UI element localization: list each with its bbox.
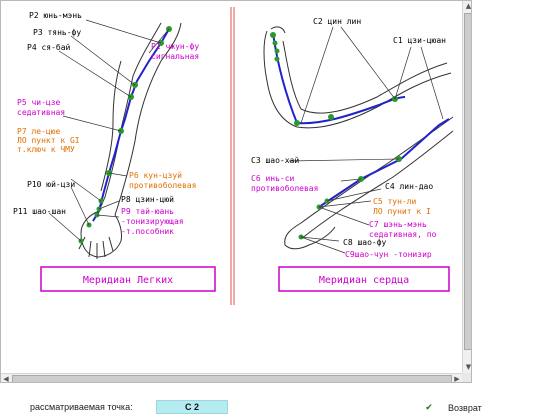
lung-caption: Меридиан Легких [83, 275, 173, 286]
lung-label-p11: Р11 шао-шан [13, 207, 66, 216]
scroll-down-icon[interactable]: ▼ [464, 363, 472, 372]
heart-label-c9: С9шао-чун -тонизир [345, 250, 432, 259]
heart-caption: Меридиан сердца [319, 275, 409, 286]
vertical-scrollbar[interactable]: ▲ ▼ [462, 1, 472, 374]
horizontal-scroll-thumb[interactable] [12, 375, 452, 383]
heart-label-c7a: С7 шэнь-мэнь [369, 220, 427, 229]
heart-meridian-line [273, 33, 405, 123]
heart-label-c1: С1 цзи-цюан [393, 36, 446, 45]
heart-label-c5a: С5 тун-ли [373, 197, 417, 206]
diagram-viewer[interactable]: Р2 юнь-мэнь Р3 тянь-фу Р4 ся-бай Р1 чжун… [0, 0, 472, 383]
lung-label-p7b: ЛО пункт к GI [17, 136, 80, 145]
lung-label-p8: Р8 цзин-цюй [121, 195, 174, 204]
heart-hand-outline [285, 223, 335, 249]
lung-label-p7a: Р7 ле-цюе [17, 127, 61, 136]
checkmark-icon[interactable]: ✔ [424, 403, 434, 413]
lung-label-p4: Р4 ся-бай [27, 42, 71, 52]
heart-panel: С2 цин лин С1 цзи-цюан С3 шао-хай С6 инь… [251, 17, 453, 291]
heart-label-c2: С2 цин лин [313, 17, 361, 26]
heart-point-c3[interactable] [294, 120, 300, 126]
meridian-diagram: Р2 юнь-мэнь Р3 тянь-фу Р4 ся-бай Р1 чжун… [1, 1, 462, 373]
heart-label-c3: С3 шао-хай [251, 156, 299, 165]
lung-label-p9c: -т.пособник [121, 226, 174, 236]
heart-meridian-line-lower [319, 119, 449, 207]
vertical-scroll-thumb[interactable] [464, 13, 472, 350]
lung-panel: Р2 юнь-мэнь Р3 тянь-фу Р4 ся-бай Р1 чжун… [13, 11, 215, 291]
heart-point-c1[interactable] [270, 32, 276, 38]
heart-label-c5b: ЛО пунит к I [373, 207, 431, 216]
heart-label-c8: С8 шао-фу [343, 238, 387, 247]
lung-label-p2: Р2 юнь-мэнь [29, 11, 82, 20]
lung-label-p9b: -тонизирующая [121, 217, 184, 226]
heart-point-c1b[interactable] [273, 41, 278, 46]
heart-point-c3b[interactable] [328, 114, 334, 120]
lung-label-p10: Р10 юй-цзи [27, 180, 75, 189]
lung-label-p5a: Р5 чи-цзе [17, 98, 61, 107]
return-toggle[interactable]: ✔ Возврат [424, 401, 482, 414]
return-label: Возврат [448, 403, 482, 413]
lung-label-p5b: седативная [17, 108, 65, 117]
scroll-corner [462, 373, 472, 383]
current-point-label: рассматриваемая точка: [30, 402, 133, 412]
heart-label-c4: С4 лин-дао [385, 182, 433, 191]
scroll-up-icon[interactable]: ▲ [464, 2, 472, 11]
scroll-left-icon[interactable]: ◀ [1, 374, 11, 383]
lung-label-p3: Р3 тянь-фу [33, 28, 81, 37]
heart-point-c1d[interactable] [275, 57, 280, 62]
current-point-field[interactable]: С 2 [156, 400, 228, 414]
horizontal-scrollbar[interactable]: ◀ ▶ [1, 373, 463, 383]
lung-label-p6a: Р6 кун-цзуй [129, 171, 182, 180]
lung-label-p6b: противоболевая [129, 180, 196, 190]
scroll-right-icon[interactable]: ▶ [452, 374, 462, 383]
heart-point-c1c[interactable] [275, 49, 280, 54]
lung-label-p1a: Р1 чжун-фу [151, 42, 199, 51]
lung-label-p9a: Р9 тай-юань [121, 207, 174, 216]
lung-label-p7c: т.ключ к ЧМУ [17, 145, 75, 154]
heart-label-c6b: противоболевая [251, 183, 318, 193]
lung-label-p1b: сигнальная [151, 52, 199, 61]
heart-label-c6a: С6 инь-си [251, 174, 295, 183]
